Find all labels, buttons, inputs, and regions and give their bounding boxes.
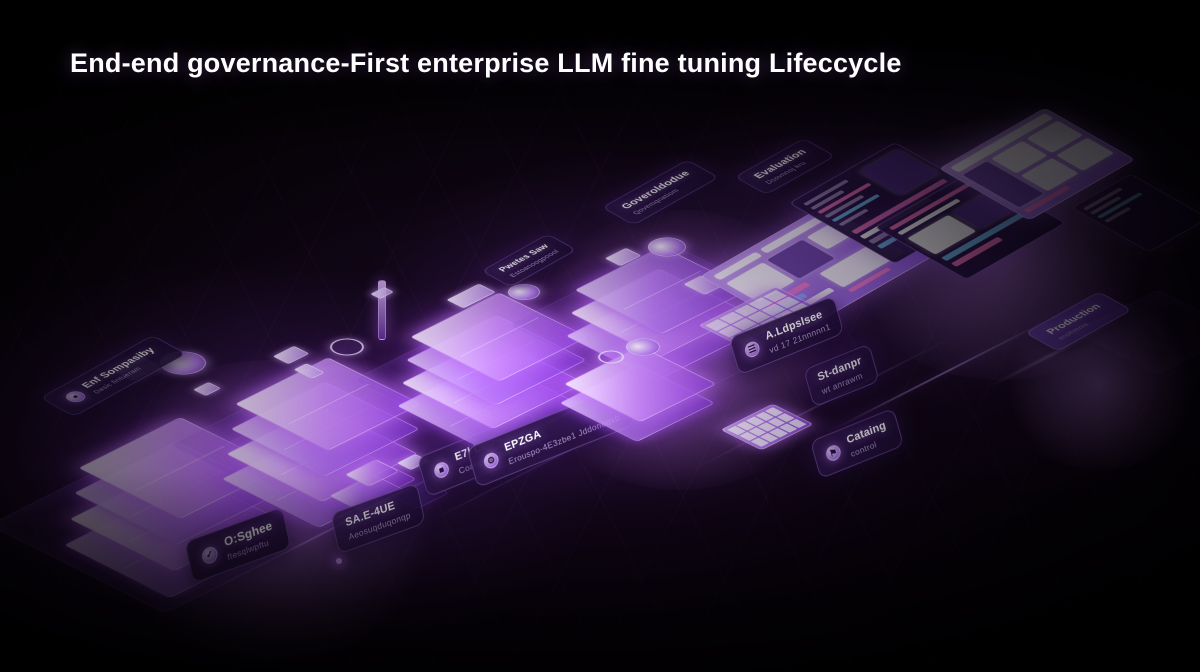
stage-2-label[interactable]: Pwetes Saw Estoanoogpoool: [481, 233, 577, 288]
page-title: End-end governance-First enterprise LLM …: [70, 48, 902, 78]
stage-1-label[interactable]: ● Enf Sompasiby Dasic fintueram: [40, 335, 187, 417]
callout-g[interactable]: St-danpr wt anrawm: [803, 343, 880, 408]
db-icon: ■: [432, 459, 451, 481]
antenna-head: [369, 286, 395, 300]
panel-side-thin[interactable]: [1071, 173, 1200, 253]
connector-node-1: [336, 558, 342, 564]
gear-icon: ⚙: [482, 450, 501, 471]
layers-icon: ☰: [743, 339, 762, 360]
keypad-tile[interactable]: [720, 403, 814, 451]
check-icon: ✓: [200, 544, 219, 566]
node-icon: ●: [62, 389, 90, 405]
device-nub: [272, 345, 310, 365]
callout-f[interactable]: ⚑ Cataing control: [809, 407, 904, 479]
device-nub: [192, 381, 222, 397]
stage-3-label[interactable]: Goveroldodue Qovemqnatiom: [601, 159, 719, 226]
gauge-ring: [322, 334, 372, 360]
flag-icon: ⚑: [824, 442, 843, 463]
